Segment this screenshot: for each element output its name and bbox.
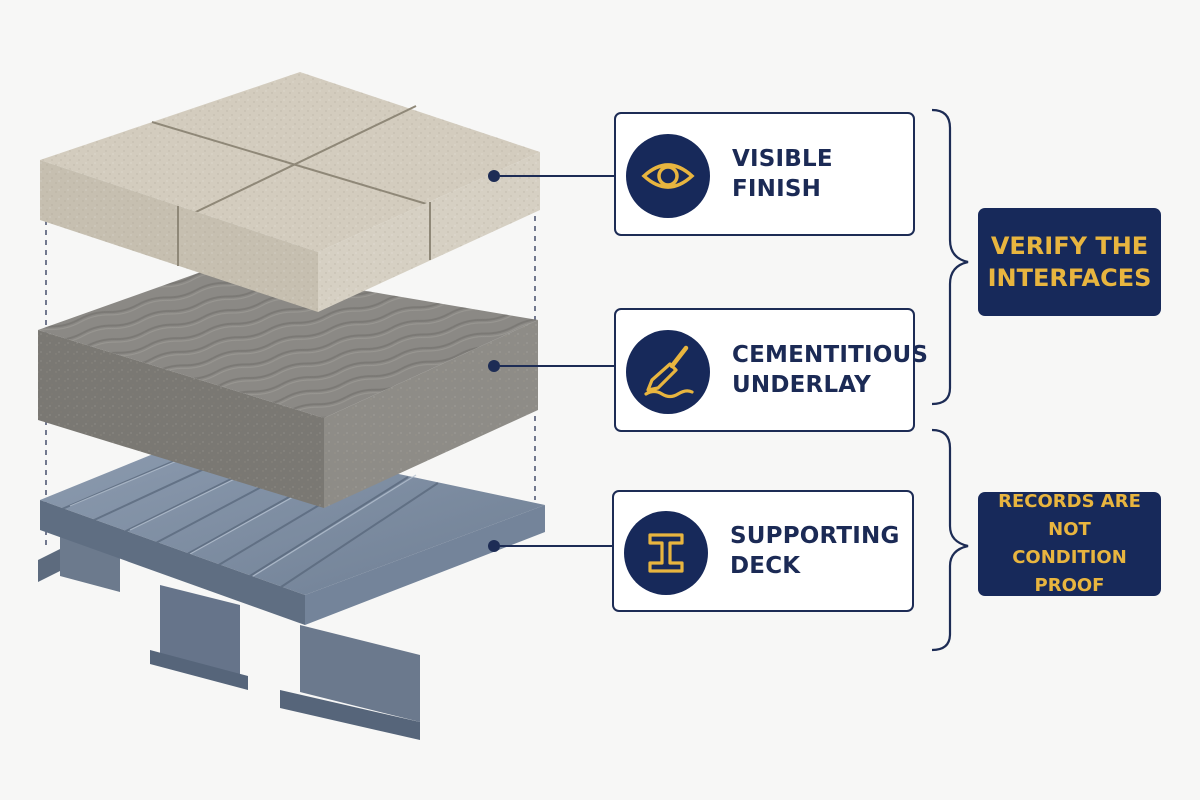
layer-label: CEMENTITIOUS UNDERLAY [732,341,929,398]
trowel-icon [626,330,710,414]
label-card-cementitious-underlay: CEMENTITIOUS UNDERLAY [614,308,929,432]
label-card-supporting-deck: SUPPORTING DECK [612,490,914,612]
callout-verify-interfaces: VERIFY THE INTERFACES [978,208,1161,316]
eye-icon [626,134,710,218]
label-card-visible-finish: VISIBLE FINISH [614,112,915,236]
brace-top [931,108,969,406]
layer-label: SUPPORTING DECK [730,522,900,579]
layer-label: VISIBLE FINISH [732,145,833,202]
visible-finish-layer [40,72,540,312]
cementitious-underlay-layer [38,266,538,508]
brace-bottom [931,428,969,652]
leader-lines [500,175,614,547]
i-beam-icon [624,511,708,595]
callout-records-not-proof: RECORDS ARE NOT CONDITION PROOF [978,491,1161,596]
